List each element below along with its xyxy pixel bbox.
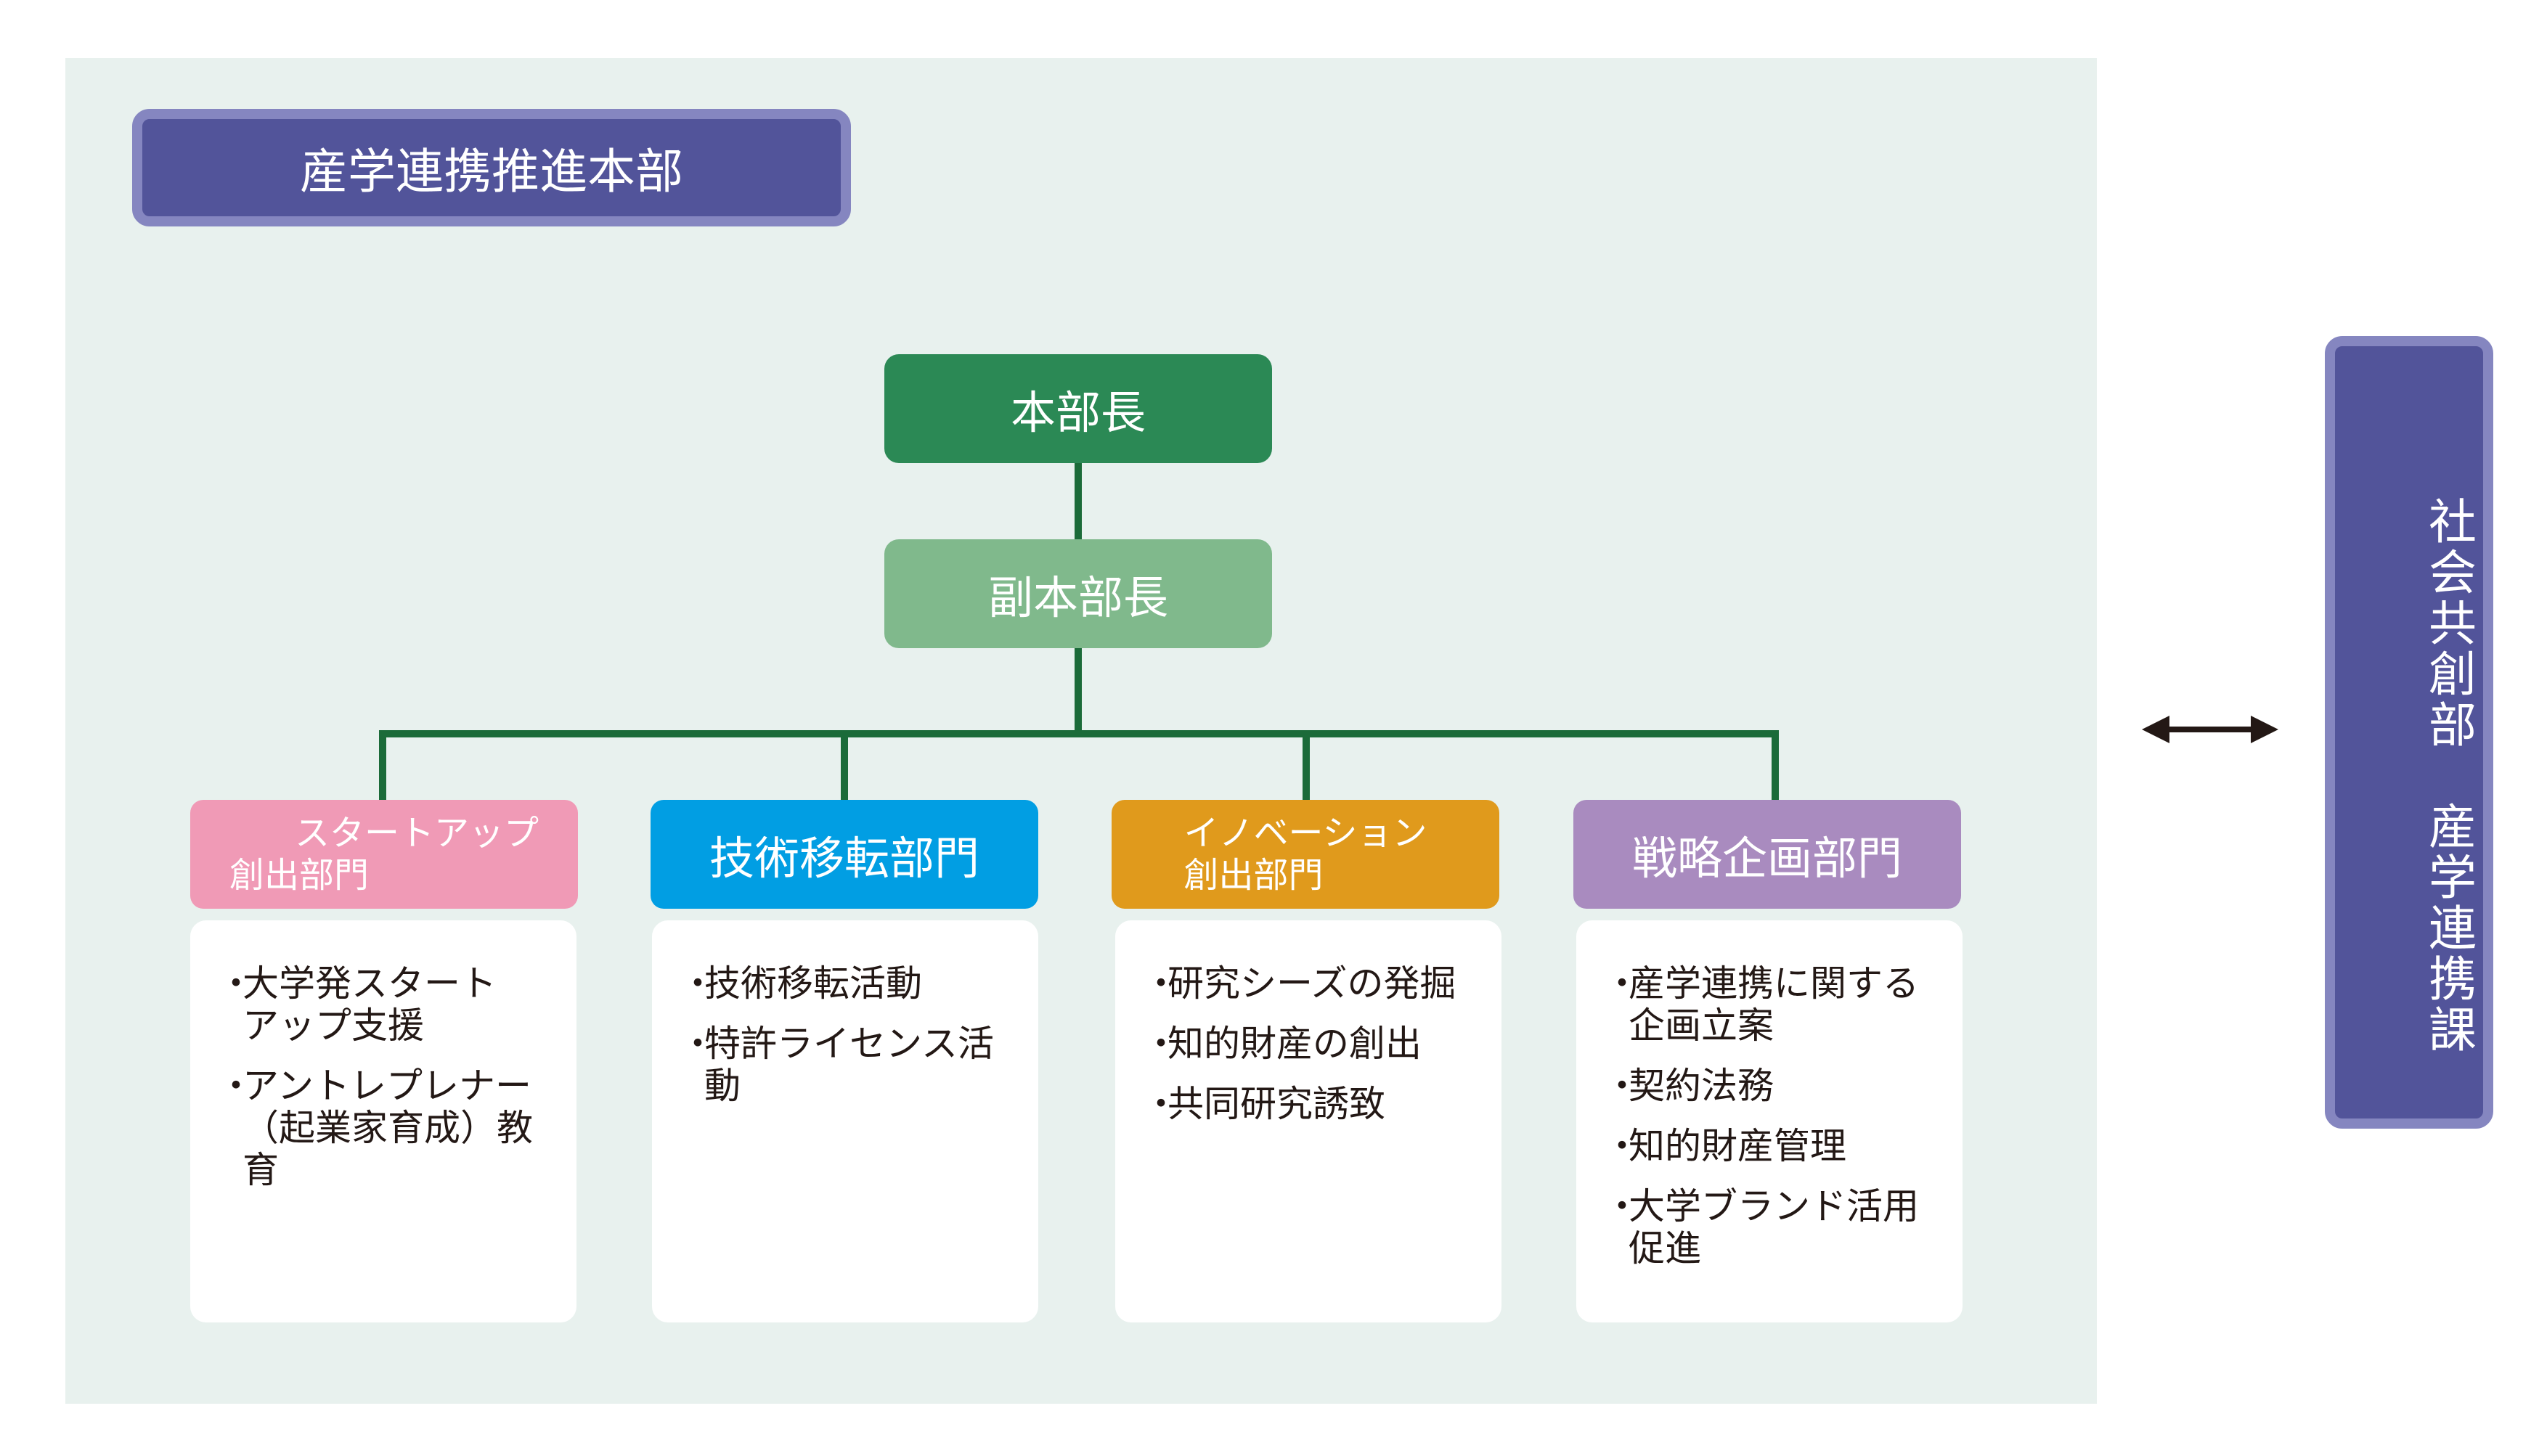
list-item: ・ 知的財産の創出: [1137, 1023, 1487, 1065]
partner-department-label: 社会共創部 産学連携課: [2421, 496, 2477, 1055]
list-item: ・ 技術移転活動: [674, 962, 1024, 1005]
list-item: ・ 特許ライセンス活動: [674, 1023, 1024, 1107]
bullet: ・: [218, 1065, 254, 1107]
dept-strategy-box: 戦略企画部門: [1573, 800, 1961, 909]
list-item-line: 知的財産管理: [1629, 1125, 1846, 1167]
list-item: ・ 知的財産管理: [1598, 1125, 1948, 1167]
list-item: ・ 産学連携に関する 企画立案: [1598, 962, 1948, 1047]
double-arrow-icon: [2142, 716, 2278, 743]
connector-dept-1: [379, 730, 386, 800]
list-item-line: （起業家育成）教育: [243, 1107, 533, 1191]
list-item-line: 特許ライセンス活動: [704, 1023, 994, 1107]
list-item-line: 研究シーズの発掘: [1167, 962, 1456, 1005]
dept-tech-transfer-card: ・ 技術移転活動 ・ 特許ライセンス活動: [652, 920, 1038, 1322]
list-item-line: 産学連携に関する: [1629, 962, 1919, 1005]
headquarters-title: 産学連携推進本部: [132, 109, 851, 226]
bullet: ・: [680, 1023, 716, 1065]
dept-startup-label-line-2: 創出部門: [229, 855, 369, 896]
bullet: ・: [1604, 1185, 1640, 1227]
dept-innovation-box: イノベーション 創出部門: [1112, 800, 1499, 909]
connector-dept-3: [1303, 730, 1310, 800]
list-item: ・ 大学ブランド活用 促進: [1598, 1185, 1948, 1269]
bullet: ・: [1143, 1023, 1179, 1065]
list-item: ・ 研究シーズの発掘: [1137, 962, 1487, 1005]
dept-tech-transfer-box: 技術移転部門: [651, 800, 1038, 909]
list-item: ・ アントレプレナー （起業家育成）教育: [212, 1065, 562, 1191]
bullet: ・: [1143, 962, 1179, 1005]
list-item-line: 共同研究誘致: [1167, 1083, 1385, 1125]
list-item-line: アップ支援: [243, 1005, 424, 1047]
list-item-line: 大学ブランド活用: [1629, 1185, 1919, 1227]
bullet: ・: [1604, 962, 1640, 1005]
dept-startup-box: スタートアップ 創出部門: [190, 800, 578, 909]
list-item-line: 知的財産の創出: [1167, 1023, 1422, 1065]
dept-strategy-card: ・ 産学連携に関する 企画立案 ・ 契約法務 ・ 知的財産管理 ・ 大学ブランド…: [1576, 920, 1963, 1322]
bullet: ・: [1604, 1125, 1640, 1167]
list-item: ・ 共同研究誘致: [1137, 1083, 1487, 1125]
connector-dept-4: [1772, 730, 1779, 800]
deputy-director-box: 副本部長: [884, 539, 1272, 648]
dept-strategy-label: 戦略企画部門: [1631, 832, 1902, 885]
list-item-line: 大学発スタート: [243, 962, 497, 1005]
bullet: ・: [218, 962, 254, 1005]
list-item: ・ 契約法務: [1598, 1065, 1948, 1107]
deputy-director-label: 副本部長: [987, 571, 1168, 624]
bullet: ・: [1604, 1065, 1640, 1107]
dept-startup-card: ・ 大学発スタート アップ支援 ・ アントレプレナー （起業家育成）教育: [190, 920, 576, 1322]
connector-bus: [379, 730, 1779, 737]
partner-department-box: 社会共創部 産学連携課: [2325, 336, 2493, 1129]
list-item: ・ 大学発スタート アップ支援: [212, 962, 562, 1047]
director-label: 本部長: [1010, 386, 1146, 439]
list-item-line: アントレプレナー: [243, 1065, 531, 1107]
dept-innovation-label-line-1: イノベーション: [1183, 813, 1427, 854]
connector-deputy-bus: [1075, 648, 1082, 737]
dept-tech-transfer-label: 技術移転部門: [709, 832, 979, 885]
connector-director-deputy: [1075, 463, 1082, 539]
bullet: ・: [1143, 1083, 1179, 1125]
list-item-line: 技術移転活動: [704, 962, 922, 1005]
director-box: 本部長: [884, 354, 1272, 463]
list-item-line: 契約法務: [1629, 1065, 1774, 1107]
list-item-line: 企画立案: [1629, 1005, 1774, 1047]
dept-innovation-card: ・ 研究シーズの発掘 ・ 知的財産の創出 ・ 共同研究誘致: [1115, 920, 1501, 1322]
connector-dept-2: [841, 730, 848, 800]
dept-startup-label-line-1: スタートアップ: [294, 813, 539, 854]
list-item-line: 促進: [1629, 1227, 1701, 1269]
dept-innovation-label-line-2: 創出部門: [1183, 855, 1324, 896]
bullet: ・: [680, 962, 716, 1005]
